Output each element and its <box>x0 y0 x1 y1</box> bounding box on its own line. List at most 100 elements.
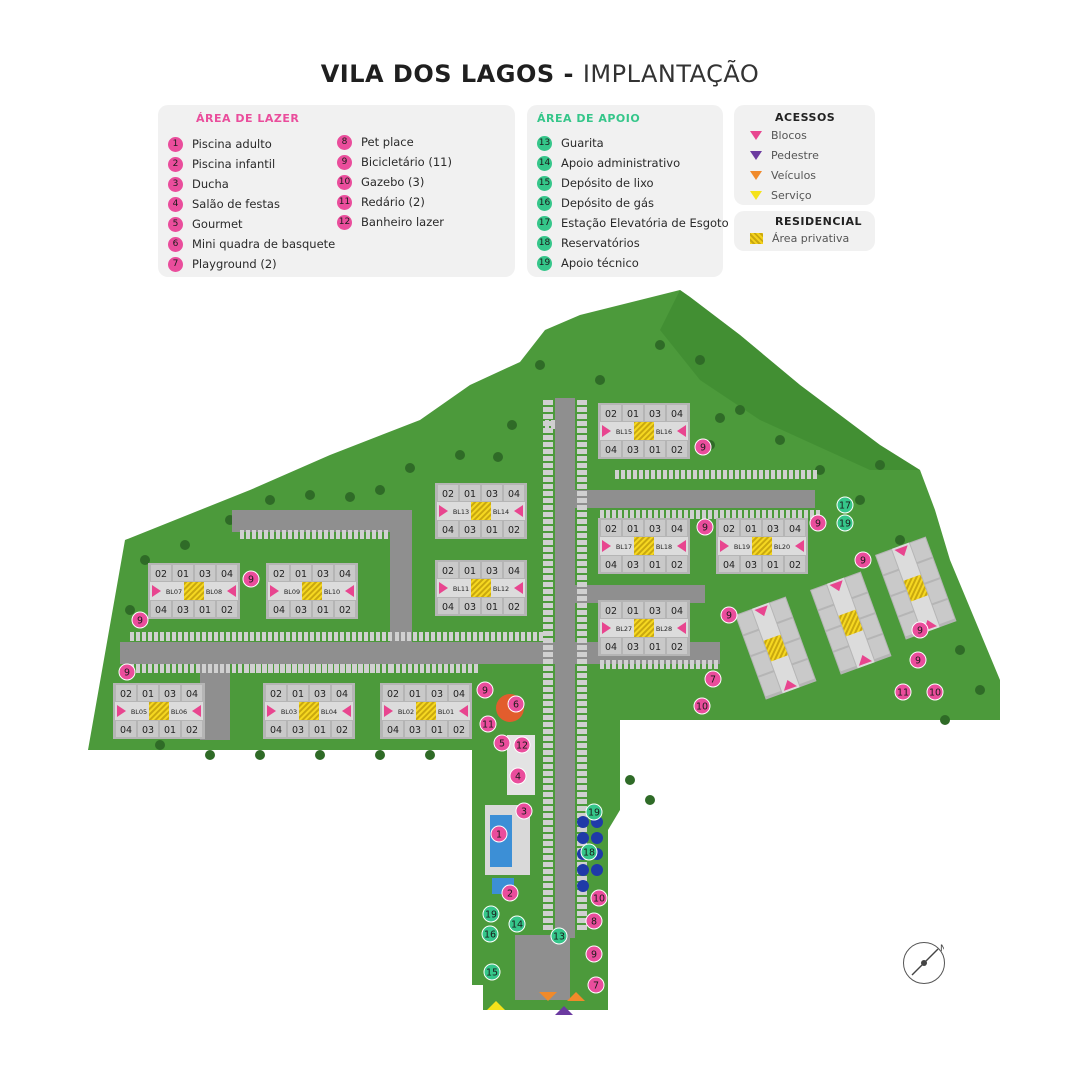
parking-space <box>543 890 553 895</box>
unit-number: 01 <box>142 689 154 700</box>
unit-number: 03 <box>627 642 639 653</box>
parking-space <box>543 785 553 790</box>
parking-space <box>245 664 249 673</box>
parking-space <box>160 664 164 673</box>
parking-space <box>577 890 587 895</box>
legend-number: 19 <box>537 255 552 271</box>
block-label: BL28 <box>656 625 672 633</box>
parking-space <box>263 664 267 673</box>
parking-space <box>539 632 543 641</box>
parking-space <box>624 510 628 519</box>
apartment-unit <box>266 685 286 701</box>
block-label: BL01 <box>438 708 454 716</box>
building-block-tilted <box>810 571 892 675</box>
triangle-icon <box>750 191 762 200</box>
map-marker: 14 <box>508 915 526 933</box>
access-veiculos-icon-1 <box>539 992 557 1001</box>
parking-space <box>438 664 442 673</box>
parking-space <box>543 722 553 727</box>
unit-number: 01 <box>464 566 476 577</box>
apartment-unit <box>623 602 643 618</box>
legend-number: 11 <box>337 194 352 210</box>
marker-number: 9 <box>248 575 254 586</box>
parking-space <box>708 660 712 669</box>
tree <box>180 540 190 550</box>
unit-number: 04 <box>671 409 683 420</box>
marker-number: 19 <box>485 910 497 921</box>
area-privativa <box>302 582 322 600</box>
apartment-unit <box>160 721 180 737</box>
marker-number: 13 <box>553 932 565 943</box>
tree <box>775 435 785 445</box>
unit-number: 02 <box>789 560 801 571</box>
parking-space <box>543 645 553 650</box>
parking-space <box>543 498 553 503</box>
unit-number: 03 <box>431 689 443 700</box>
legend-number: 10 <box>337 174 352 190</box>
tree <box>895 535 905 545</box>
apartment-unit <box>438 521 458 537</box>
block-label: BL19 <box>734 543 750 551</box>
parking-space <box>543 904 553 909</box>
parking-space <box>543 820 553 825</box>
legend-label: Pedestre <box>771 149 819 162</box>
parking-space <box>543 554 553 559</box>
apartment-unit <box>482 521 502 537</box>
apartment-unit <box>116 721 136 737</box>
parking-space <box>577 449 587 454</box>
tree <box>715 413 725 423</box>
parking-space <box>684 660 688 669</box>
map-marker: 9 <box>696 518 714 536</box>
parking-space <box>738 510 742 519</box>
tree <box>695 355 705 365</box>
parking-space <box>543 414 553 419</box>
tree <box>405 463 415 473</box>
unit-number: 01 <box>295 569 307 580</box>
parking-space <box>654 660 658 669</box>
parking-space <box>684 510 688 519</box>
tree <box>125 605 135 615</box>
parking-space <box>543 834 553 839</box>
marker-number: 9 <box>591 950 597 961</box>
parking-space <box>543 848 553 853</box>
parking-space <box>612 510 616 519</box>
apartment-unit <box>460 562 480 578</box>
parking-space <box>366 530 370 539</box>
parking-space <box>196 664 200 673</box>
parking-space <box>600 510 604 519</box>
parking-space <box>202 664 206 673</box>
title-main: VILA DOS LAGOS <box>320 60 555 88</box>
block-access-icon <box>270 585 279 597</box>
parking-space <box>732 510 736 519</box>
parking-space <box>577 512 587 517</box>
parking-space <box>288 530 292 539</box>
block-access-icon <box>602 425 611 437</box>
parking-space <box>190 664 194 673</box>
block-access-icon <box>858 655 873 666</box>
reservoir-tank <box>591 864 603 876</box>
parking-space <box>747 470 751 479</box>
parking-space <box>624 660 628 669</box>
apartment-unit <box>777 618 800 643</box>
parking-space <box>543 673 553 678</box>
apartment-unit <box>182 721 202 737</box>
apartment-unit <box>833 647 856 672</box>
apartment-unit <box>601 520 621 536</box>
parking-space <box>178 664 182 673</box>
apartment-unit <box>667 441 687 457</box>
parking-space <box>577 743 587 748</box>
parking-space <box>543 729 553 734</box>
parking-space <box>467 632 471 641</box>
map-marker: 3 <box>515 802 533 820</box>
tree <box>375 750 385 760</box>
marker-number: 4 <box>515 772 521 783</box>
block-access-icon <box>342 705 351 717</box>
parking-space <box>577 617 587 622</box>
